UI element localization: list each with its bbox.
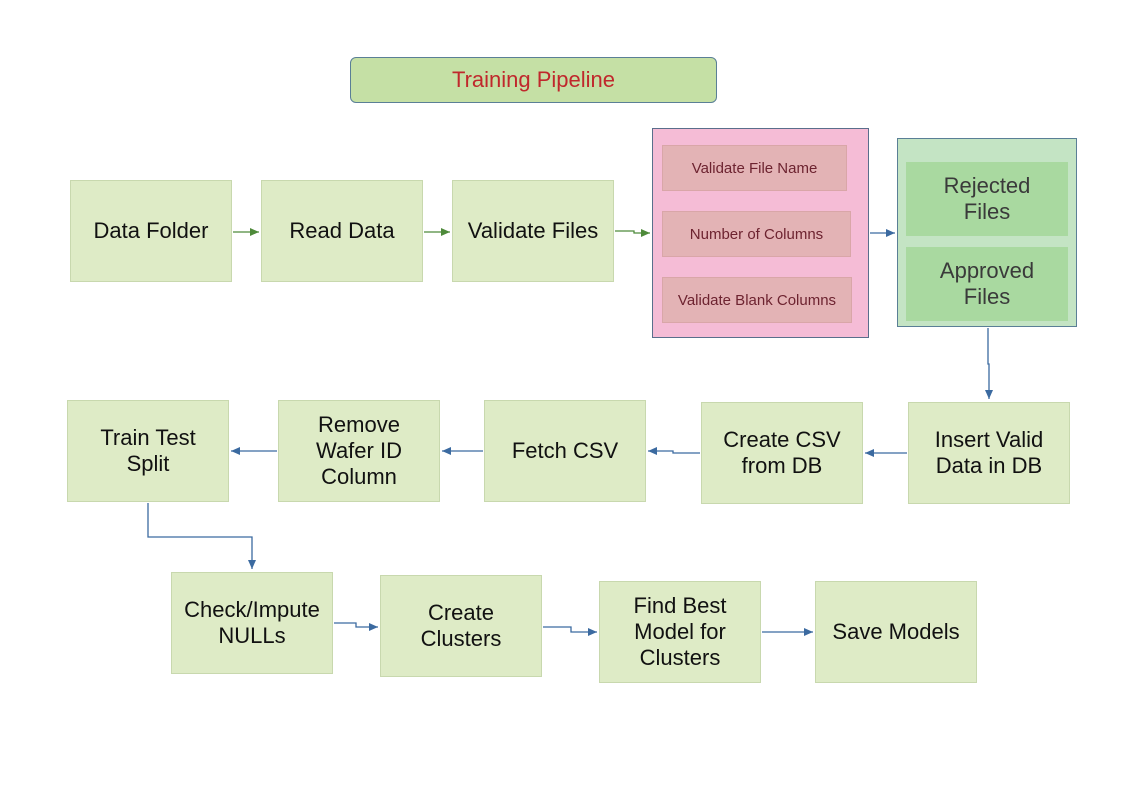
arrow-outcomes-to-insert	[985, 328, 993, 399]
file-outcomes-group: Rejected Files Approved Files	[897, 138, 1077, 327]
node-check-impute-nulls: Check/Impute NULLs	[171, 572, 333, 674]
node-find-best-model: Find Best Model for Clusters	[599, 581, 761, 683]
node-remove-wafer-id: Remove Wafer ID Column	[278, 400, 440, 502]
validation-checks-group: Validate File Name Number of Columns Val…	[652, 128, 869, 338]
outcome-approved-files: Approved Files	[906, 247, 1068, 321]
arrow-validate-files-to-checks	[615, 229, 650, 237]
node-validate-files: Validate Files	[452, 180, 614, 282]
arrow-create-clusters-to-find-model	[543, 626, 597, 636]
arrow-check-nulls-to-create-clusters	[334, 622, 378, 631]
node-fetch-csv: Fetch CSV	[484, 400, 646, 502]
node-insert-valid-data: Insert Valid Data in DB	[908, 402, 1070, 504]
node-read-data: Read Data	[261, 180, 423, 282]
check-validate-file-name: Validate File Name	[662, 145, 847, 191]
diagram-title: Training Pipeline	[350, 57, 717, 103]
check-number-of-columns: Number of Columns	[662, 211, 851, 257]
node-data-folder: Data Folder	[70, 180, 232, 282]
arrow-create-csv-to-fetch-csv	[648, 447, 700, 455]
node-train-test-split: Train Test Split	[67, 400, 229, 502]
arrow-split-to-check-nulls	[147, 503, 256, 569]
node-save-models: Save Models	[815, 581, 977, 683]
node-create-clusters: Create Clusters	[380, 575, 542, 677]
outcome-rejected-files: Rejected Files	[906, 162, 1068, 236]
check-validate-blank-columns: Validate Blank Columns	[662, 277, 852, 323]
node-create-csv: Create CSV from DB	[701, 402, 863, 504]
